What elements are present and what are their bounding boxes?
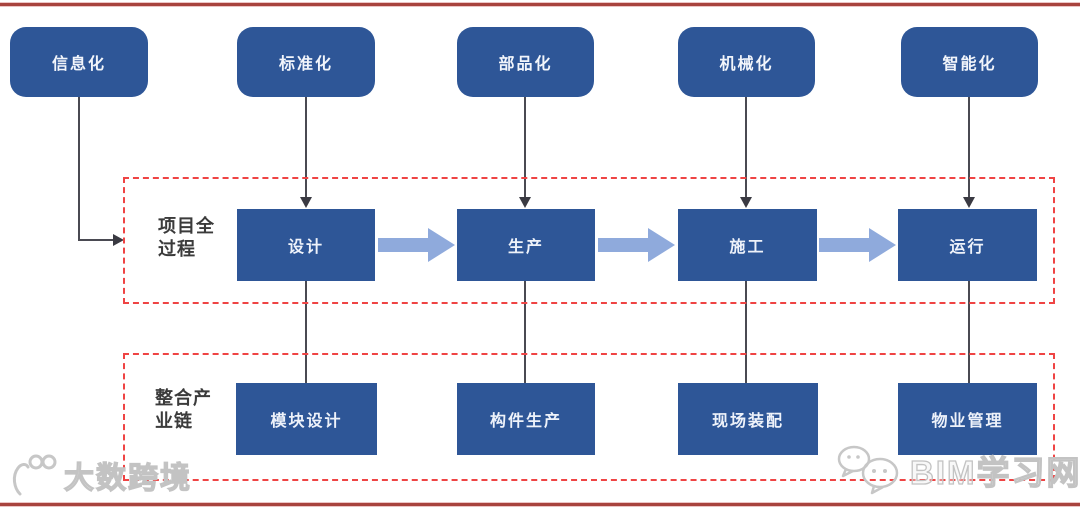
process-step-operation: 运行 [898,209,1037,281]
top-red-divider [0,3,1080,6]
project-process-label: 项目全 过程 [158,216,215,260]
project-process-section [123,177,1055,304]
connector-componentization-production [524,97,526,198]
connector-production-component [524,281,526,383]
top-box-standardization: 标准化 [237,27,375,97]
industry-step-site-assembly: 现场装配 [678,383,818,455]
top-box-mechanization: 机械化 [678,27,815,97]
connector-design-module [305,281,307,383]
industry-chain-label: 整合产 业链 [155,388,212,432]
step-label: 施工 [729,239,766,256]
step-label: 构件生产 [489,413,562,430]
bottom-red-divider [0,503,1080,506]
industry-step-module-design: 模块设计 [236,383,377,455]
elbow-arrowhead-icon [113,234,124,246]
step-label: 运行 [949,239,986,256]
process-step-construction: 施工 [678,209,817,281]
process-step-production: 生产 [457,209,595,281]
top-box-label: 机械化 [719,56,774,73]
top-box-componentization: 部品化 [457,27,594,97]
top-box-intelligence: 智能化 [901,27,1038,97]
top-box-label: 智能化 [942,56,997,73]
flow-arrow-production-to-construction-icon [598,228,675,262]
down-arrowhead-icon [740,197,752,208]
connector-operation-property [968,281,970,383]
down-arrowhead-icon [300,197,312,208]
connector-mechanization-construction [745,97,747,198]
step-label: 物业管理 [931,413,1004,430]
flow-arrow-design-to-production-icon [378,228,455,262]
top-box-label: 信息化 [51,56,106,73]
down-arrowhead-icon [963,197,975,208]
connector-intelligence-operation [968,97,970,198]
step-label: 模块设计 [270,413,343,430]
elbow-connector-horizontal [78,239,114,241]
industry-step-component-production: 构件生产 [457,383,595,455]
down-arrowhead-icon [519,197,531,208]
connector-standardization-design [305,97,307,198]
top-box-informatization: 信息化 [10,27,148,97]
step-label: 生产 [507,239,544,256]
industry-chain-section [123,353,1055,481]
step-label: 设计 [287,239,324,256]
top-box-label: 部品化 [498,56,553,73]
connector-construction-assembly [745,281,747,383]
step-label: 现场装配 [711,413,784,430]
flow-arrow-construction-to-operation-icon [819,228,896,262]
process-step-design: 设计 [237,209,375,281]
elbow-connector-vertical [78,97,80,240]
top-box-label: 标准化 [278,56,333,73]
dashu-logo-icon [12,454,57,496]
industry-step-property-management: 物业管理 [898,383,1037,455]
